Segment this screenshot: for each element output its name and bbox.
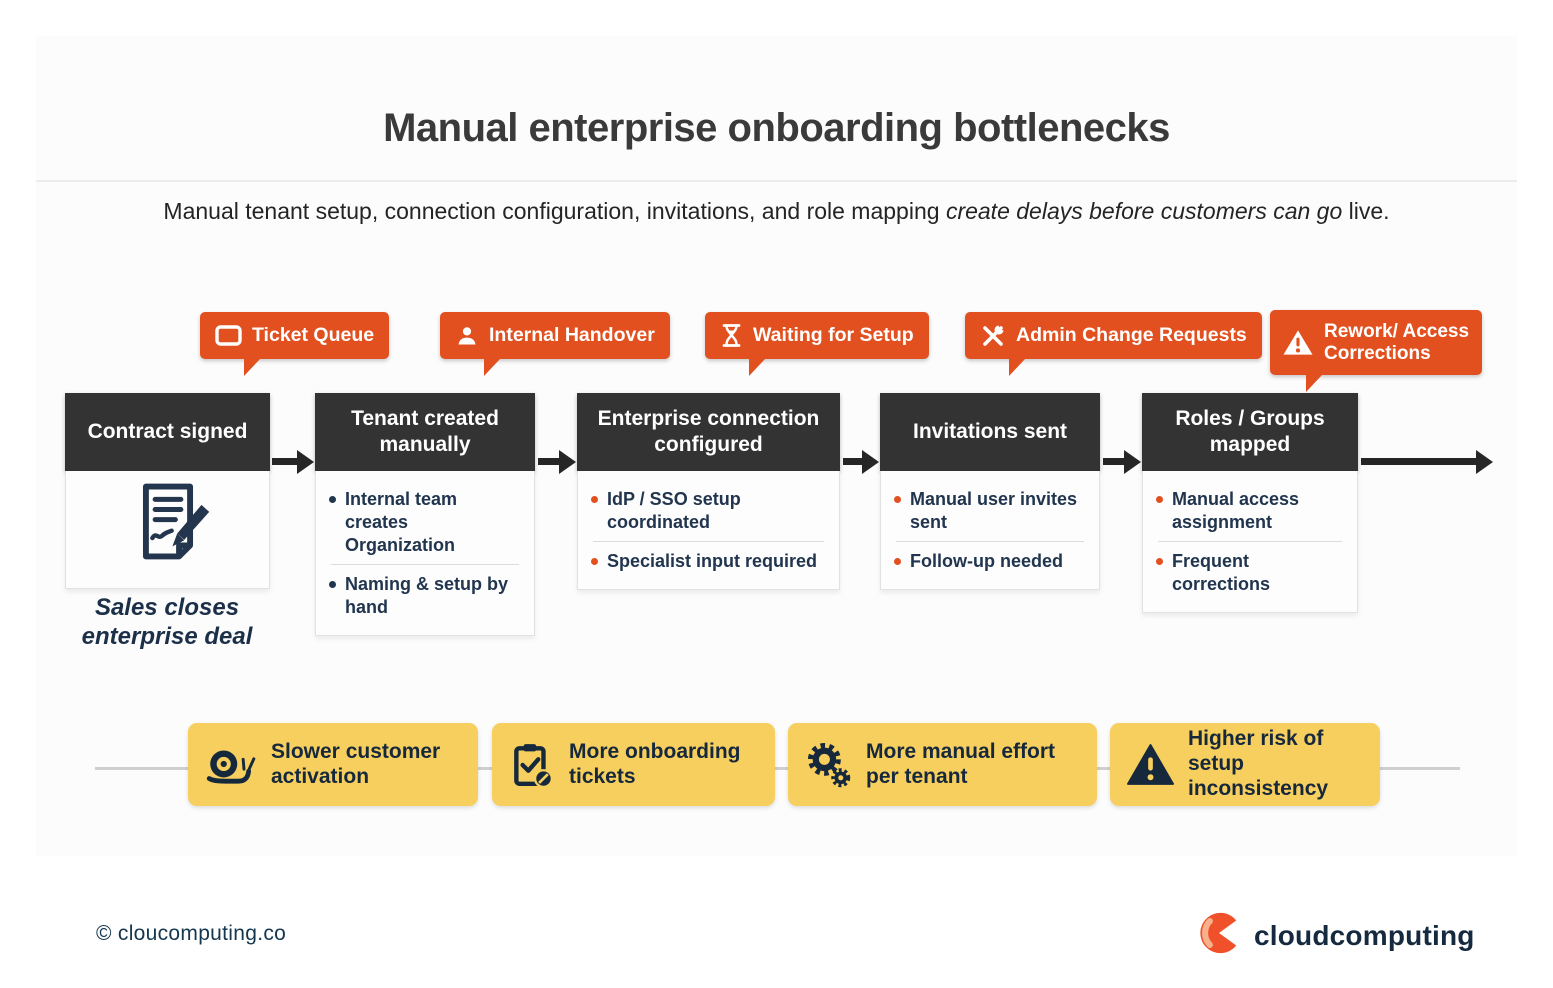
step-body <box>65 471 270 589</box>
step-bullet: Specialist input required <box>591 543 826 579</box>
bullet-separator <box>331 564 519 566</box>
bullet-text: Follow-up needed <box>910 551 1063 572</box>
step-bullet: Internal team creates Organization <box>329 481 521 563</box>
crossed-tools-icon <box>980 323 1006 349</box>
step-bullet: Frequent corrections <box>1156 543 1344 602</box>
step-bullet: Manual access assignment <box>1156 481 1344 540</box>
step-title: Tenant created manually <box>315 393 535 471</box>
step-title: Roles / Groups mapped <box>1142 393 1358 471</box>
subtitle-text-end: live. <box>1342 198 1390 224</box>
bullet-text: Internal team creates Organization <box>345 489 458 556</box>
impact-label: Higher risk of setup inconsistency <box>1188 727 1329 800</box>
bullet-text: Naming & setup by hand <box>345 574 509 618</box>
step-body: Internal team creates Organization Namin… <box>315 471 535 637</box>
step-tenant-created-manually: Tenant created manually Internal team cr… <box>315 393 535 637</box>
cloudcomputing-logo-icon <box>1196 910 1242 961</box>
badge-label: Ticket Queue <box>252 324 375 346</box>
bullet-dot <box>1156 496 1163 503</box>
bullet-dot <box>591 558 598 566</box>
snail-icon <box>204 742 258 788</box>
bullet-text: IdP / SSO setup coordinated <box>607 489 741 533</box>
callout-internal-handover: Internal Handover <box>440 312 670 376</box>
flow-arrow-icon <box>843 458 862 465</box>
flow-arrow-icon <box>272 458 297 465</box>
warning-triangle-icon <box>1282 328 1314 357</box>
bullet-dot <box>591 496 598 503</box>
impact-higher-risk: Higher risk of setup inconsistency <box>1110 723 1380 806</box>
step-caption: Sales closes enterprise deal <box>81 594 253 650</box>
bullet-separator <box>896 541 1084 543</box>
subtitle-emphasis: create delays before customers can go <box>945 198 1343 224</box>
subtitle-text-start: Manual tenant setup, connection configur… <box>163 198 946 224</box>
step-bullet: Naming & setup by hand <box>329 566 521 625</box>
bullet-dot <box>329 581 336 589</box>
bullet-dot <box>894 558 901 566</box>
bullet-dot <box>894 496 901 503</box>
step-body: Manual user invites sent Follow-up neede… <box>880 471 1100 591</box>
step-body: IdP / SSO setup coordinated Specialist i… <box>577 471 840 591</box>
gears-icon <box>804 741 853 788</box>
step-title: Enterprise connection configured <box>577 393 840 471</box>
hourglass-icon <box>720 323 743 348</box>
impact-label: Slower customer activation <box>271 739 441 788</box>
impact-connector-line <box>95 767 1460 770</box>
step-title: Invitations sent <box>880 393 1100 471</box>
bullet-text: Specialist input required <box>607 551 818 572</box>
bullet-dot <box>1156 558 1163 566</box>
callout-admin-change-requests: Admin Change Requests <box>965 312 1262 376</box>
clipboard-check-icon <box>508 741 556 789</box>
subtitle: Manual tenant setup, connection configur… <box>0 198 1553 225</box>
flow-arrow-icon <box>538 458 559 465</box>
flow-arrow-icon <box>1361 458 1476 465</box>
impact-label: More manual effort per tenant <box>866 739 1056 788</box>
step-roles-groups-mapped: Roles / Groups mapped Manual access assi… <box>1142 393 1358 614</box>
bullet-separator <box>593 541 824 543</box>
flow-arrow-icon <box>1103 458 1124 465</box>
bullet-text: Frequent corrections <box>1172 551 1271 595</box>
badge-label: Waiting for Setup <box>753 324 914 346</box>
step-invitations-sent: Invitations sent Manual user invites sen… <box>880 393 1100 591</box>
impact-slower-activation: Slower customer activation <box>188 723 478 806</box>
badge-label: Admin Change Requests <box>1016 324 1247 346</box>
copyright-text: © cloucomputing.co <box>96 922 287 945</box>
step-title: Contract signed <box>65 393 270 471</box>
callout-ticket-queue: Ticket Queue <box>200 312 390 376</box>
impact-more-manual-effort: More manual effort per tenant <box>788 723 1097 806</box>
badge-label: Rework/ Access Corrections <box>1324 321 1470 364</box>
step-bullet: Follow-up needed <box>894 543 1086 579</box>
step-contract-signed: Contract signed <box>65 393 270 589</box>
impact-label: More onboarding tickets <box>569 739 741 788</box>
callout-rework-access-corrections: Rework/ Access Corrections <box>1270 310 1482 392</box>
signed-contract-icon <box>120 481 216 578</box>
brand-name: cloudcomputing <box>1254 919 1475 951</box>
bullet-text: Manual user invites sent <box>910 489 1078 533</box>
bullet-separator <box>1158 541 1342 543</box>
warning-triangle-icon <box>1126 742 1175 787</box>
step-body: Manual access assignment Frequent correc… <box>1142 471 1358 614</box>
title-divider <box>36 180 1517 182</box>
impact-more-tickets: More onboarding tickets <box>492 723 775 806</box>
step-enterprise-connection-configured: Enterprise connection configured IdP / S… <box>577 393 840 591</box>
bullet-dot <box>329 496 336 503</box>
ticket-icon <box>215 324 242 347</box>
brand-logo: cloudcomputing <box>1196 910 1475 961</box>
callout-waiting-for-setup: Waiting for Setup <box>705 312 929 376</box>
page-title: Manual enterprise onboarding bottlenecks <box>383 106 1170 150</box>
step-bullet: Manual user invites sent <box>894 481 1086 540</box>
bullet-text: Manual access assignment <box>1172 489 1300 533</box>
person-icon <box>455 324 479 348</box>
step-bullet: IdP / SSO setup coordinated <box>591 481 826 540</box>
badge-label: Internal Handover <box>489 324 655 346</box>
